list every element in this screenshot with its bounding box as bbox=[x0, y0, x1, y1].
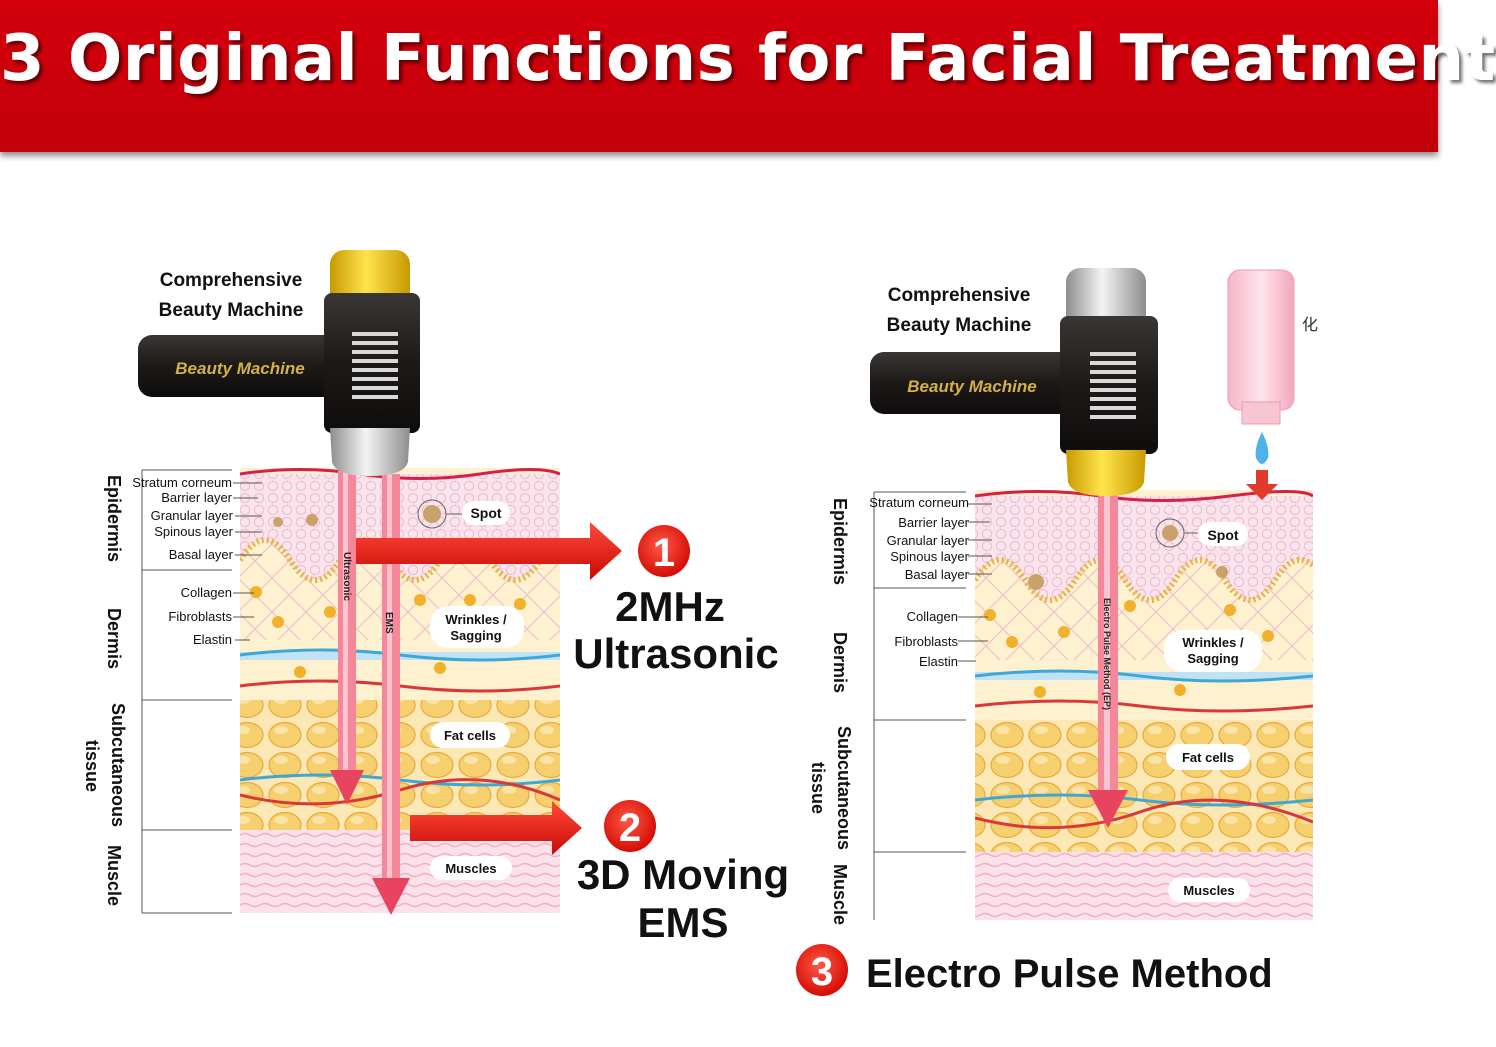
right-spot-callout: Spot bbox=[1207, 527, 1238, 543]
wrinkles-callout: Wrinkles / bbox=[445, 612, 507, 627]
left-layer-labels: Stratum corneum Barrier layer Granular l… bbox=[132, 475, 233, 647]
right-wrinkles-callout: Wrinkles / bbox=[1182, 635, 1244, 650]
function-2-line1: 3D Moving bbox=[577, 851, 789, 898]
epidermis-label: Epidermis bbox=[104, 475, 124, 562]
sagging-callout: Sagging bbox=[450, 628, 501, 643]
right-machine-label: Comprehensive Beauty Machine bbox=[887, 285, 1032, 336]
right-ep-beam: Electro Pulse Method (EP) bbox=[1088, 495, 1128, 828]
subcutaneous-label: Subcutaneous bbox=[108, 703, 128, 827]
left-ems-beam: EMS bbox=[372, 474, 410, 915]
left-machine-label: Comprehensive Beauty Machine bbox=[159, 270, 304, 321]
function-3-label: 3 Electro Pulse Method bbox=[796, 944, 1273, 996]
right-barrier-layer-label: Barrier layer bbox=[898, 515, 969, 530]
right-tissue-label: tissue bbox=[808, 762, 828, 814]
right-granular-layer-label: Granular layer bbox=[887, 533, 970, 548]
stratum-corneum-label: Stratum corneum bbox=[132, 475, 232, 490]
spinous-layer-label: Spinous layer bbox=[154, 524, 233, 539]
collagen-label: Collagen bbox=[181, 585, 232, 600]
dermis-label: Dermis bbox=[104, 608, 124, 669]
bottle-label-text: 化 bbox=[1302, 316, 1318, 334]
function-1-number: 1 bbox=[653, 531, 675, 575]
function-1-line2: Ultrasonic bbox=[573, 630, 778, 677]
right-machine-label-line1: Comprehensive bbox=[888, 285, 1031, 306]
left-ultrasonic-beam: Ultrasonic bbox=[330, 470, 364, 805]
left-skin-cross-section bbox=[240, 468, 560, 913]
right-sagging-callout: Sagging bbox=[1187, 651, 1238, 666]
function-3-number: 3 bbox=[811, 950, 833, 994]
function-2-arrow: 2 bbox=[410, 800, 656, 855]
function-2-label: 3D Moving EMS bbox=[577, 851, 789, 946]
muscles-callout: Muscles bbox=[445, 861, 496, 876]
function-2-number: 2 bbox=[619, 806, 641, 850]
right-fibroblasts-label: Fibroblasts bbox=[894, 634, 958, 649]
treatment-diagram: Epidermis Dermis Subcutaneous tissue Mus… bbox=[82, 250, 1318, 996]
right-skin-cross-section bbox=[975, 490, 1313, 920]
right-subcutaneous-label: Subcutaneous bbox=[834, 726, 854, 850]
barrier-layer-label: Barrier layer bbox=[161, 490, 232, 505]
right-muscles-callout: Muscles bbox=[1183, 883, 1234, 898]
basal-layer-label: Basal layer bbox=[169, 547, 234, 562]
right-collagen-label: Collagen bbox=[907, 609, 958, 624]
right-elastin-label: Elastin bbox=[919, 654, 958, 669]
muscle-label: Muscle bbox=[104, 845, 124, 906]
granular-layer-label: Granular layer bbox=[151, 508, 234, 523]
left-layer-group-labels: Epidermis Dermis Subcutaneous tissue Mus… bbox=[82, 475, 128, 906]
right-spinous-layer-label: Spinous layer bbox=[890, 549, 969, 564]
serum-bottle: 化 bbox=[1227, 269, 1318, 500]
right-device-brand: Beauty Machine bbox=[907, 377, 1036, 396]
right-layer-labels: Stratum corneum Barrier layer Granular l… bbox=[869, 495, 969, 669]
right-epidermis-label: Epidermis bbox=[830, 498, 850, 585]
fat-cells-callout: Fat cells bbox=[444, 728, 496, 743]
function-1-line1: 2MHz bbox=[615, 583, 725, 630]
function-3-text: Electro Pulse Method bbox=[866, 952, 1273, 996]
left-callouts: Spot Wrinkles / Sagging Fat cells Muscle… bbox=[417, 499, 524, 880]
right-beauty-machine: Beauty Machine bbox=[870, 268, 1158, 496]
left-beauty-machine: Beauty Machine bbox=[138, 250, 420, 476]
fibroblasts-label: Fibroblasts bbox=[168, 609, 232, 624]
right-callouts: Spot Wrinkles / Sagging Fat cells Muscle… bbox=[1155, 518, 1262, 902]
function-2-line2: EMS bbox=[637, 899, 728, 946]
tissue-label: tissue bbox=[82, 740, 102, 792]
right-machine-label-line2: Beauty Machine bbox=[887, 315, 1032, 336]
right-fat-cells-callout: Fat cells bbox=[1182, 750, 1234, 765]
ep-beam-label: Electro Pulse Method (EP) bbox=[1102, 598, 1112, 710]
elastin-label: Elastin bbox=[193, 632, 232, 647]
left-machine-label-line1: Comprehensive bbox=[160, 270, 303, 291]
page-title: 3 Original Functions for Facial Treatmen… bbox=[0, 22, 1496, 96]
ems-beam-label: EMS bbox=[383, 612, 394, 634]
right-layer-brackets bbox=[873, 491, 992, 920]
title-banner: 3 Original Functions for Facial Treatmen… bbox=[0, 0, 1496, 152]
ultrasonic-beam-label: Ultrasonic bbox=[341, 552, 352, 601]
right-dermis-label: Dermis bbox=[830, 632, 850, 693]
right-layer-group-labels: Epidermis Dermis Subcutaneous tissue Mus… bbox=[808, 498, 854, 925]
function-1-label: 2MHz Ultrasonic bbox=[573, 583, 778, 677]
left-device-brand: Beauty Machine bbox=[175, 359, 304, 378]
left-layer-brackets bbox=[141, 469, 262, 914]
right-basal-layer-label: Basal layer bbox=[905, 567, 970, 582]
spot-callout: Spot bbox=[470, 505, 501, 521]
function-1-arrow: 1 bbox=[356, 522, 690, 580]
left-machine-label-line2: Beauty Machine bbox=[159, 300, 304, 321]
right-stratum-corneum-label: Stratum corneum bbox=[869, 495, 969, 510]
right-muscle-label: Muscle bbox=[830, 864, 850, 925]
